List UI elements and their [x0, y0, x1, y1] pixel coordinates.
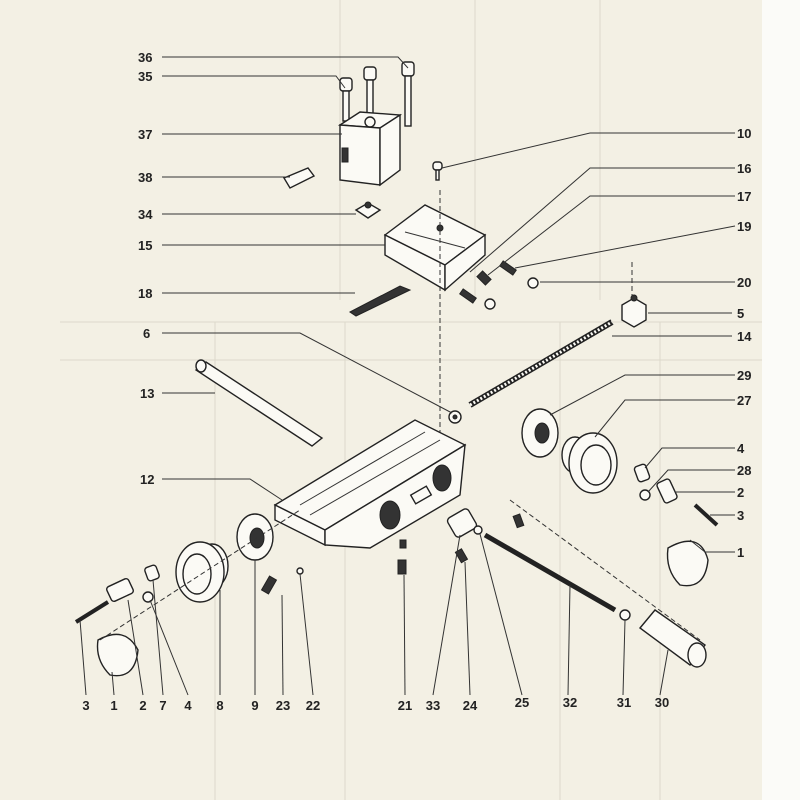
- part-35-screws: [339, 66, 377, 122]
- label-17: 17: [737, 189, 751, 204]
- label-1: 1: [737, 545, 744, 560]
- label-28: 28: [737, 463, 751, 478]
- part-12-body: [273, 419, 467, 549]
- part-15-slide: [383, 204, 487, 292]
- label-37: 37: [138, 127, 152, 142]
- label-2: 2: [737, 485, 744, 500]
- label-15: 15: [138, 238, 152, 253]
- part-14-leadscrew: [468, 319, 614, 408]
- label-34: 34: [138, 207, 153, 222]
- label-bottom: 7: [159, 698, 166, 713]
- part-6-washer: [448, 410, 462, 424]
- part-27-dial: [561, 432, 618, 494]
- label-bottom: 32: [563, 695, 577, 710]
- label-27: 27: [737, 393, 751, 408]
- part-36-screw: [401, 61, 415, 127]
- label-bottom: 24: [463, 698, 478, 713]
- label-18: 18: [138, 286, 152, 301]
- page-edge: [762, 0, 800, 800]
- assembly-axis-line: [509, 499, 701, 641]
- label-19: 19: [737, 219, 751, 234]
- label-bottom: 23: [276, 698, 290, 713]
- part-18-blade: [349, 285, 412, 317]
- parts-right-small: [633, 463, 719, 587]
- label-bottom: 1: [110, 698, 117, 713]
- part-37-block: [337, 111, 403, 187]
- part-5-nut-block: [621, 294, 647, 328]
- part-8-dial: [175, 541, 229, 603]
- label-14: 14: [737, 329, 752, 344]
- label-35: 35: [138, 69, 152, 84]
- label-5: 5: [737, 306, 744, 321]
- label-bottom: 2: [139, 698, 146, 713]
- label-36: 36: [138, 50, 152, 65]
- label-bottom: 31: [617, 695, 631, 710]
- part-38-key: [282, 167, 316, 189]
- label-bottom: 30: [655, 695, 669, 710]
- label-bottom: 8: [216, 698, 223, 713]
- label-3: 3: [737, 508, 744, 523]
- part-34-nut: [354, 201, 382, 219]
- label-38: 38: [138, 170, 152, 185]
- label-bottom: 9: [251, 698, 258, 713]
- label-bottom: 33: [426, 698, 440, 713]
- left-small-parts: [74, 508, 707, 677]
- part-10-screw: [432, 161, 443, 181]
- label-bottom: 21: [398, 698, 412, 713]
- label-bottom: 4: [184, 698, 192, 713]
- part-labels: 36 35 37 38 34 15 18 10 16 17 19 20 5 14…: [138, 50, 752, 560]
- label-bottom: 3: [82, 698, 89, 713]
- part-29-disk: [521, 408, 559, 458]
- small-parts-16-20: [459, 260, 539, 310]
- leader-lines: [79, 56, 736, 696]
- label-12: 12: [140, 472, 154, 487]
- label-10: 10: [737, 126, 751, 141]
- label-bottom: 25: [515, 695, 529, 710]
- label-bottom: 22: [306, 698, 320, 713]
- label-6: 6: [143, 326, 150, 341]
- bottom-labels: 3 1 2 7 4 8 9 23 22 21 33 24 25 32 31 30: [82, 695, 669, 713]
- part-13-rod: [194, 359, 324, 447]
- part-9-disk: [236, 513, 274, 561]
- label-16: 16: [737, 161, 751, 176]
- label-13: 13: [140, 386, 154, 401]
- label-29: 29: [737, 368, 751, 383]
- label-20: 20: [737, 275, 751, 290]
- label-4: 4: [737, 441, 745, 456]
